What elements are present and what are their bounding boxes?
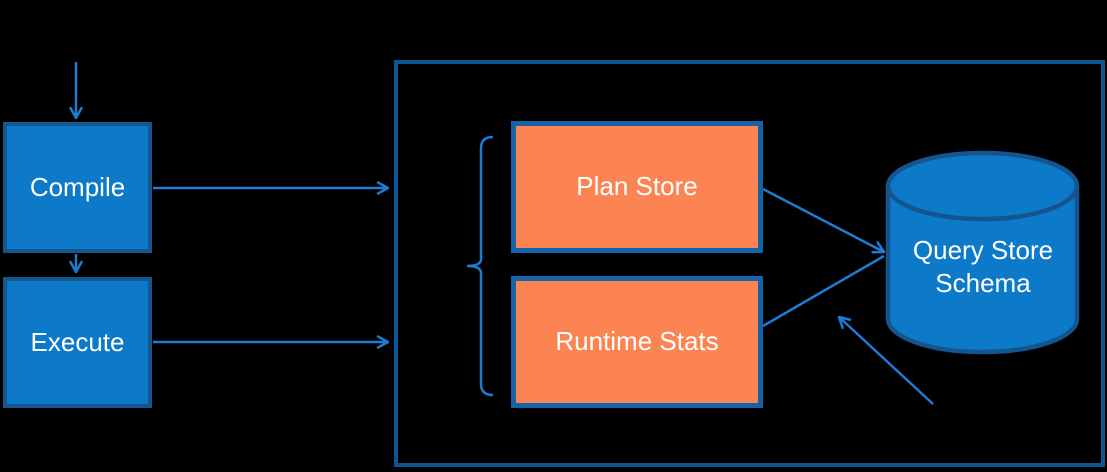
node-execute-label: Execute [30, 326, 125, 357]
query-store-schema-label: Query Store Schema [890, 234, 1076, 300]
cylinder-body [885, 186, 1080, 355]
node-compile: Compile [3, 122, 152, 253]
node-execute: Execute [3, 277, 152, 408]
node-compile-label: Compile [29, 171, 126, 202]
node-runtime-stats-label: Runtime Stats [555, 326, 719, 357]
arrow-bottom-to-schema [837, 315, 934, 405]
arrow-runtime-stats-to-schema [762, 254, 885, 328]
arrow-plan-store-to-schema [762, 187, 886, 254]
group-bracket [466, 135, 494, 397]
query-store-schema-label-line1: Query Store [912, 235, 1054, 265]
node-runtime-stats: Runtime Stats [511, 276, 763, 408]
node-plan-store: Plan Store [511, 121, 763, 253]
query-store-container-box [394, 60, 1105, 467]
query-store-schema-label-line2: Schema [935, 268, 1031, 298]
node-plan-store-label: Plan Store [576, 171, 698, 202]
cylinder-top [885, 150, 1080, 222]
query-store-schema-cylinder [885, 150, 1080, 355]
